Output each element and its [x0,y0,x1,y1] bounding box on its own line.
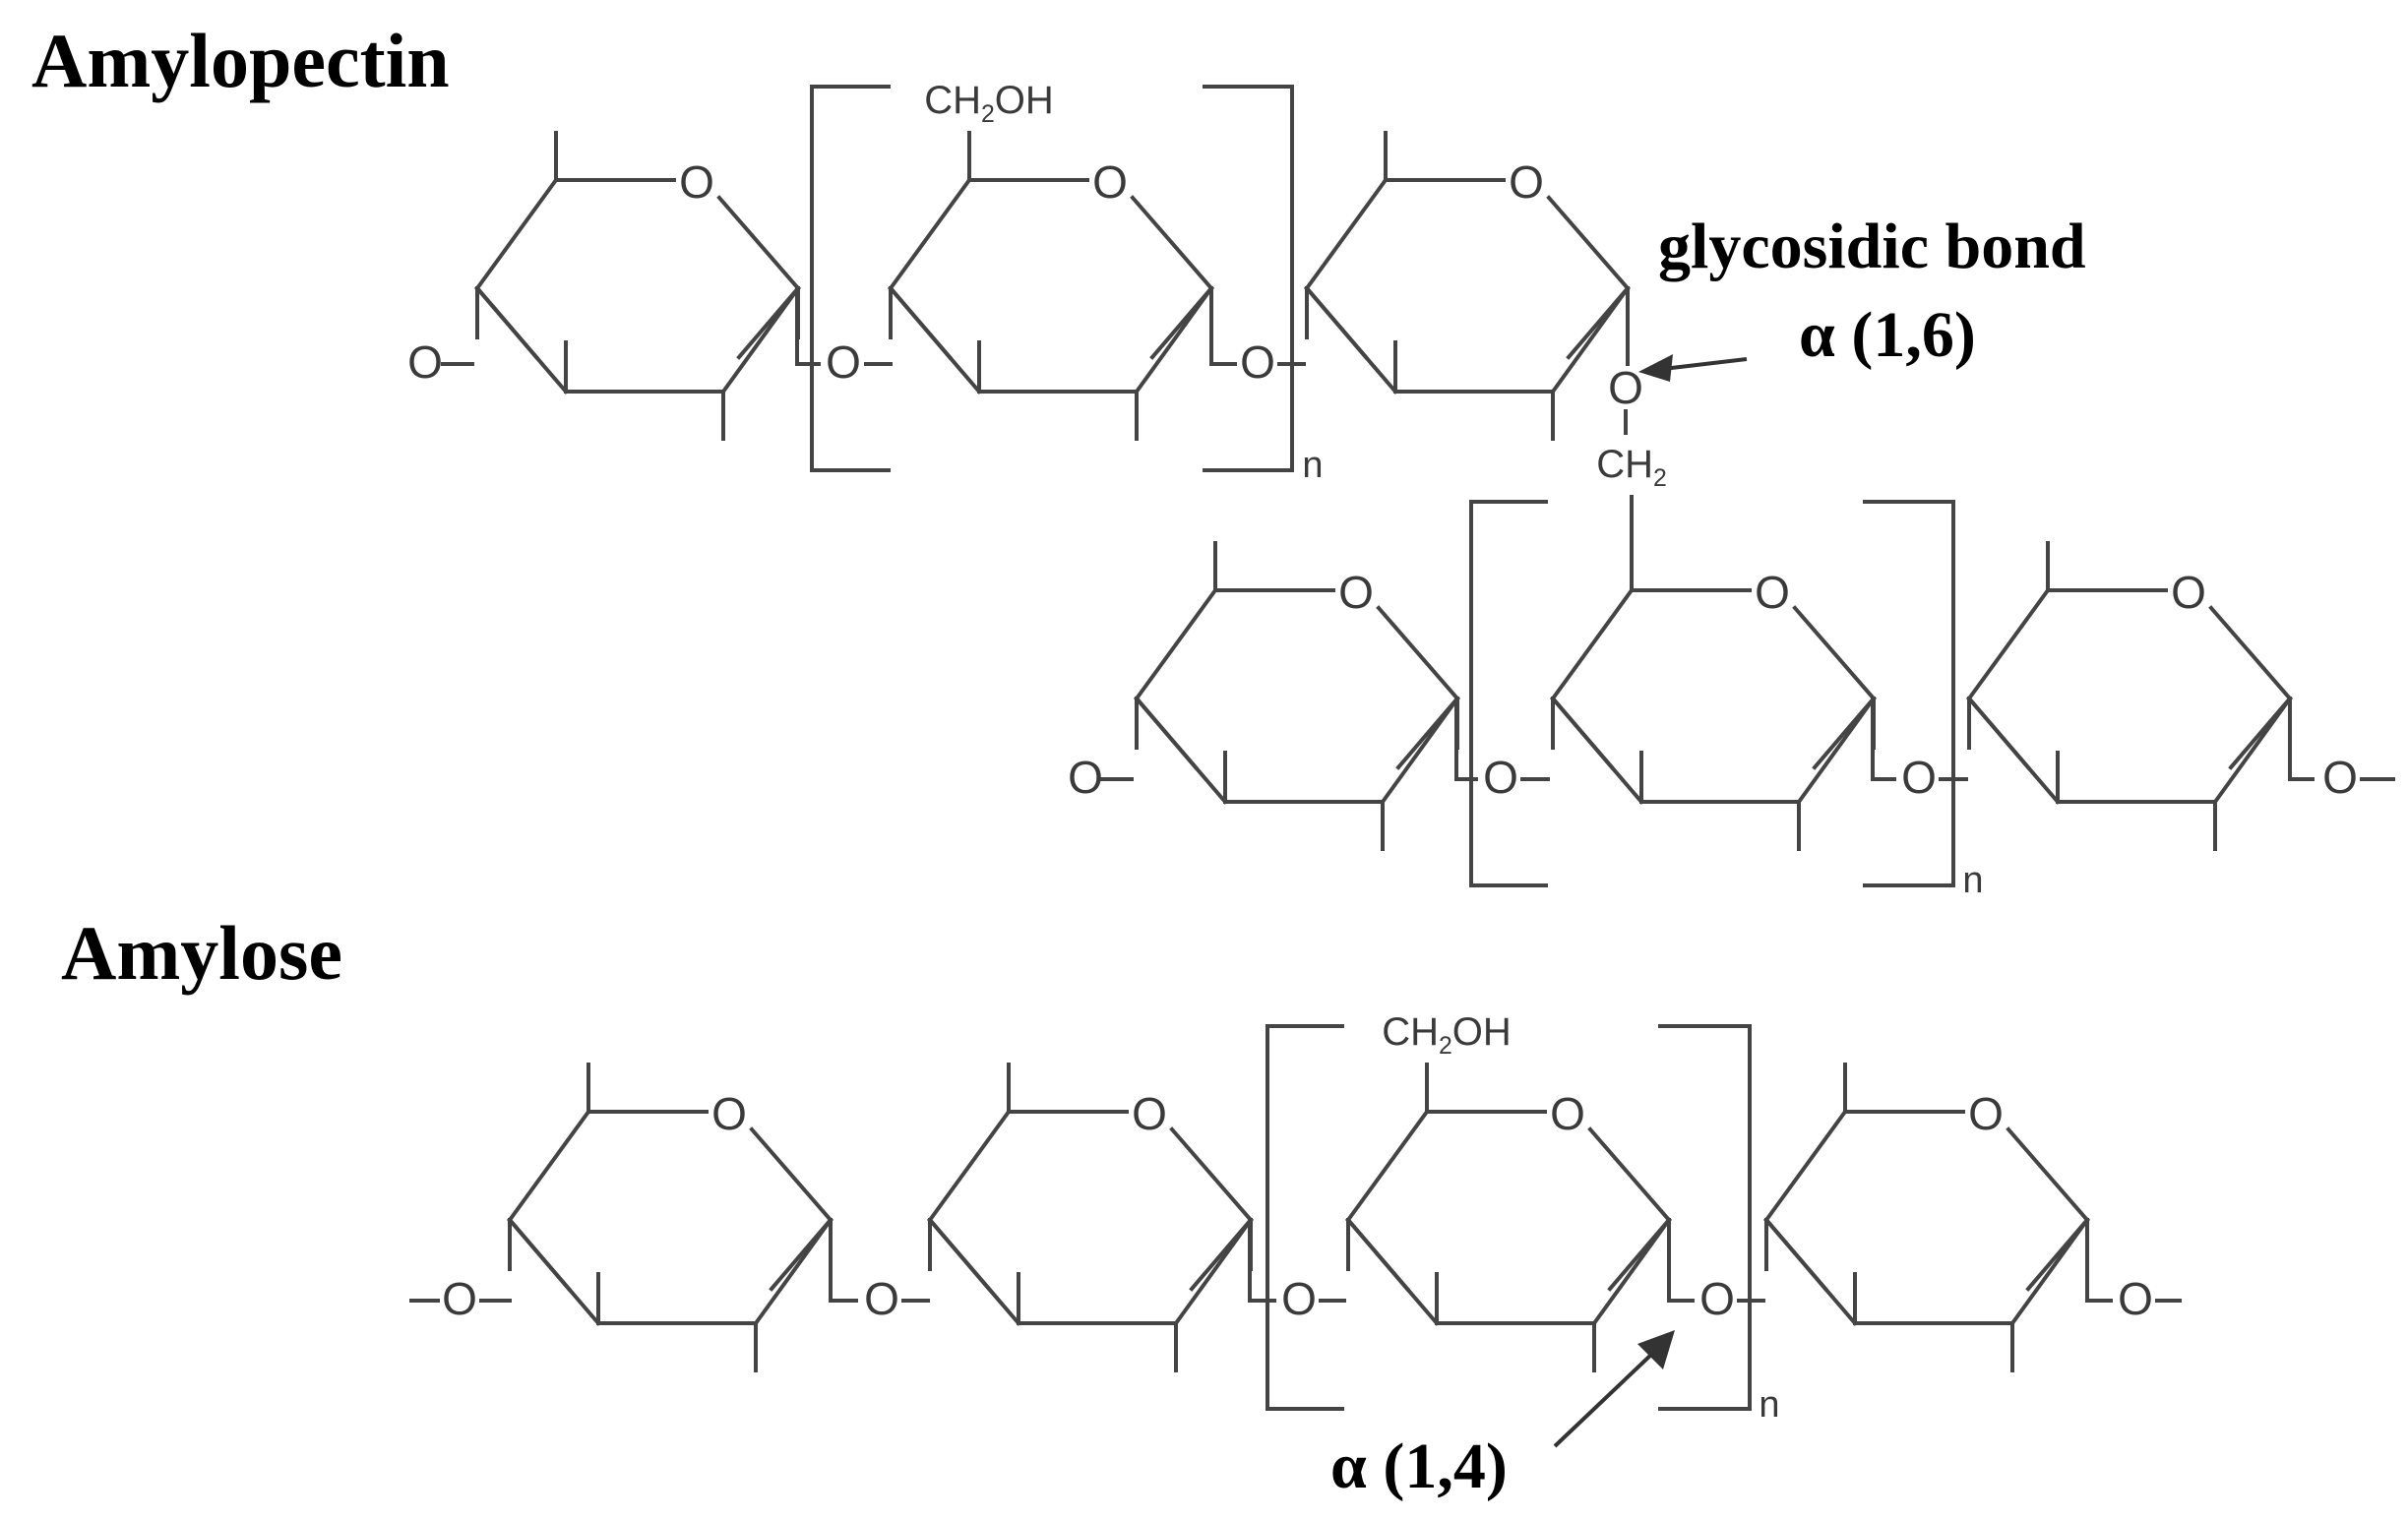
ring-bond [1345,1109,1430,1223]
ring-oxygen: O [1132,1088,1167,1139]
linking-oxygen: O [1240,336,1275,388]
c4-inner [1763,1217,1828,1292]
ring-oxygen: O [1550,1088,1585,1139]
ch2oh-group: CH2OH [924,79,1054,128]
c1-inner [769,1217,834,1292]
glycosidic-bond-label: glycosidic bond [1658,211,2086,282]
repeat-n: n [1759,1384,1779,1426]
c4-inner [927,1217,992,1292]
ring-bond [927,1109,1012,1223]
repeat-bracket-left [1266,1024,1344,1411]
terminal-oxygen: O [442,1273,477,1324]
ring-bond [1792,605,1877,701]
c1-inner [1566,285,1631,360]
c4-inner [1345,1217,1410,1292]
ring-bond [1966,587,2051,701]
ring-bond [2006,1126,2090,1223]
linking-oxygen: O [826,336,861,388]
amylose-title: Amylose [61,910,342,996]
ring-oxygen: O [711,1088,747,1139]
alpha-1-6-label: α (1,6) [1799,299,1976,371]
linking-oxygen: O [1699,1273,1735,1324]
ring-bond [1550,587,1635,701]
linking-oxygen: O [864,1273,899,1324]
branch-oxygen: O [1608,362,1643,413]
repeat-bracket-left [1469,500,1548,887]
ring-bond [716,195,801,291]
ring-bond [1134,587,1218,701]
ring-oxygen: O [2171,567,2206,618]
linking-oxygen: O [1901,752,1937,803]
c1-inner [1812,696,1877,770]
ring-oxygen: O [679,156,714,208]
ring-bond [1130,195,1214,291]
linking-oxygen: O [1483,752,1518,803]
c1-inner [2228,696,2293,770]
repeat-bracket-right [1203,85,1294,472]
ring-bond [749,1126,834,1223]
c1-inner [736,285,801,360]
ring-oxygen: O [1092,156,1128,208]
terminal-oxygen: O [2118,1273,2153,1324]
c1-inner [1149,285,1214,360]
ring-bond [1587,1126,1672,1223]
terminal-oxygen: O [407,336,443,388]
c1-inner [2025,1217,2090,1292]
c4-inner [1134,696,1199,770]
repeat-n: n [1962,860,1983,901]
c4-inner [1550,696,1615,770]
repeat-bracket-right [1658,1024,1752,1411]
c4-inner [474,285,539,360]
c1-inner [1395,696,1460,770]
c1-inner [1189,1217,1254,1292]
repeat-bracket-right [1863,500,1955,887]
ring-oxygen: O [1509,156,1544,208]
c4-inner [507,1217,572,1292]
ring-oxygen: O [1338,567,1374,618]
ring-bond [1763,1109,1848,1223]
c4-inner [1966,696,2031,770]
terminal-oxygen: O [1068,752,1103,803]
amylopectin-title: Amylopectin [31,18,450,103]
c1-inner [1607,1217,1672,1292]
ring-bond [474,177,559,291]
ring-bond [507,1109,591,1223]
terminal-oxygen: O [2322,752,2358,803]
linking-oxygen: O [1281,1273,1317,1324]
alpha-1-6-arrow [1638,354,1748,382]
repeat-bracket-left [810,85,891,472]
ring-bond [2208,605,2293,701]
ring-oxygen: O [1755,567,1790,618]
c4-inner [1304,285,1369,360]
ch2oh-group: CH2OH [1382,1010,1512,1060]
ring-bond [888,177,972,291]
ring-bond [1304,177,1389,291]
ring-bond [1169,1126,1254,1223]
c4-inner [888,285,953,360]
ring-bond [1546,195,1631,291]
repeat-n: n [1302,445,1323,486]
ch2-group: CH2 [1596,443,1667,492]
alpha-1-4-label: α (1,4) [1330,1430,1508,1502]
alpha-1-4-arrow [1553,1330,1675,1448]
ring-bond [1376,605,1460,701]
ring-oxygen: O [1968,1088,2004,1139]
